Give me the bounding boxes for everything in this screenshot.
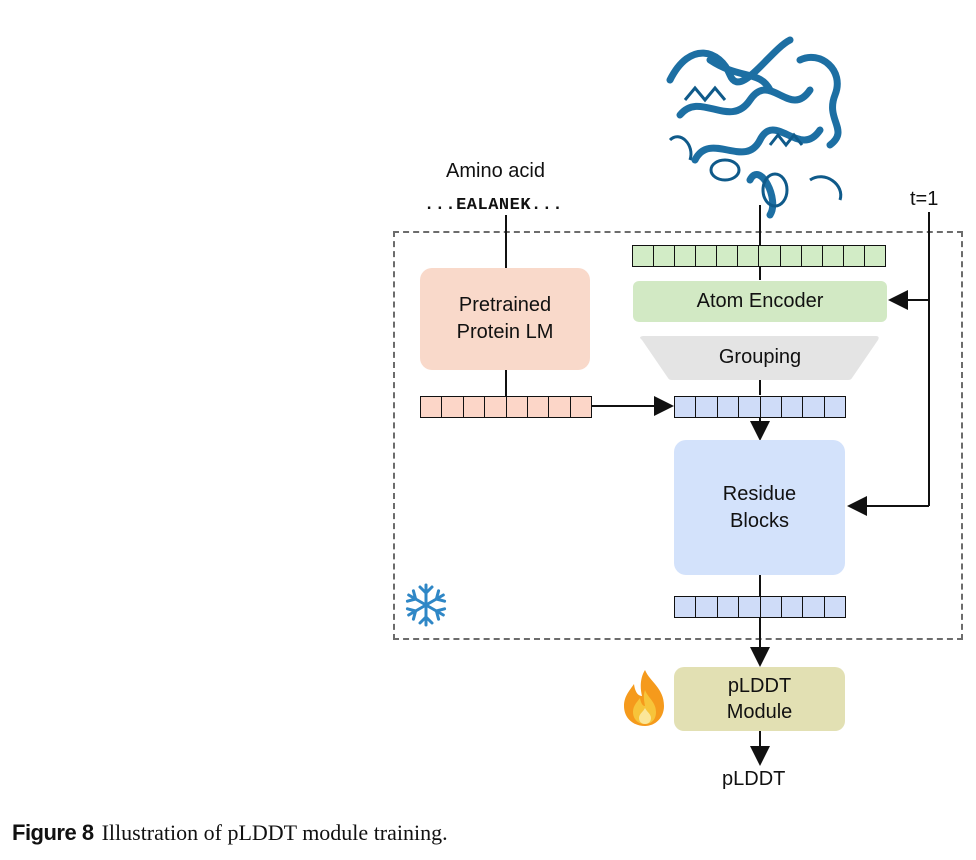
atom-token: [865, 246, 885, 266]
residue-token: [782, 397, 804, 417]
atom-token: [654, 246, 676, 266]
snowflake-icon: [404, 583, 448, 627]
atom-token: [633, 246, 655, 266]
protein-structure-image: [666, 36, 843, 219]
residue-token: [825, 597, 845, 617]
lm-token: [485, 397, 507, 417]
atom-token: [717, 246, 739, 266]
residue-token: [761, 397, 782, 417]
atom-encoder-block: Atom Encoder: [633, 281, 887, 322]
figure-caption: Figure 8 Illustration of pLDDT module tra…: [12, 820, 448, 846]
flame-icon: [624, 670, 664, 726]
atom-encoder-label: Atom Encoder: [696, 290, 824, 312]
residue-token: [761, 597, 782, 617]
protein-lm-block: Pretrained Protein LM: [420, 268, 590, 370]
lm-token: [464, 397, 486, 417]
residue-blocks-block: Residue Blocks: [674, 440, 845, 575]
lm-token: [549, 397, 571, 417]
residue-token: [675, 397, 697, 417]
lm-token: [421, 397, 443, 417]
atom-token: [738, 246, 760, 266]
lm-token-row: [420, 396, 592, 418]
grouping-shape: [640, 336, 879, 380]
plddt-module-label: pLDDT Module: [726, 675, 793, 723]
protein-lm-label: Pretrained Protein LM: [456, 294, 554, 343]
residue-token: [718, 597, 740, 617]
residue-token: [696, 397, 718, 417]
residue-token: [675, 597, 697, 617]
lm-token: [571, 397, 591, 417]
amino-acid-sequence: ...EALANEK...: [424, 196, 564, 215]
atom-token-row: [632, 245, 886, 267]
plddt-module-block: pLDDT Module: [674, 667, 845, 731]
residue-token: [782, 597, 804, 617]
lm-token: [528, 397, 550, 417]
frozen-region: [393, 231, 963, 640]
residue-blocks-label: Residue Blocks: [722, 482, 797, 532]
atom-token: [844, 246, 865, 266]
atom-token: [823, 246, 844, 266]
residue-token-row-output: [674, 596, 846, 618]
residue-token: [825, 397, 845, 417]
atom-token: [802, 246, 823, 266]
grouping-block: Grouping: [640, 336, 880, 378]
output-label: pLDDT: [722, 768, 786, 790]
figure-caption-text: Illustration of pLDDT module training.: [101, 820, 448, 845]
atom-token: [781, 246, 802, 266]
residue-token: [739, 397, 761, 417]
grouping-label: Grouping: [718, 345, 802, 368]
atom-token: [696, 246, 718, 266]
timestep-label: t=1: [910, 188, 939, 210]
lm-token: [442, 397, 464, 417]
lm-token: [507, 397, 528, 417]
atom-token: [675, 246, 697, 266]
residue-token: [739, 597, 761, 617]
residue-token: [718, 397, 740, 417]
residue-token-row-input: [674, 396, 846, 418]
figure-number: Figure 8: [12, 820, 94, 845]
residue-token: [803, 397, 825, 417]
residue-token: [803, 597, 825, 617]
atom-token: [759, 246, 781, 266]
amino-acid-label: Amino acid: [446, 160, 545, 182]
residue-token: [696, 597, 718, 617]
